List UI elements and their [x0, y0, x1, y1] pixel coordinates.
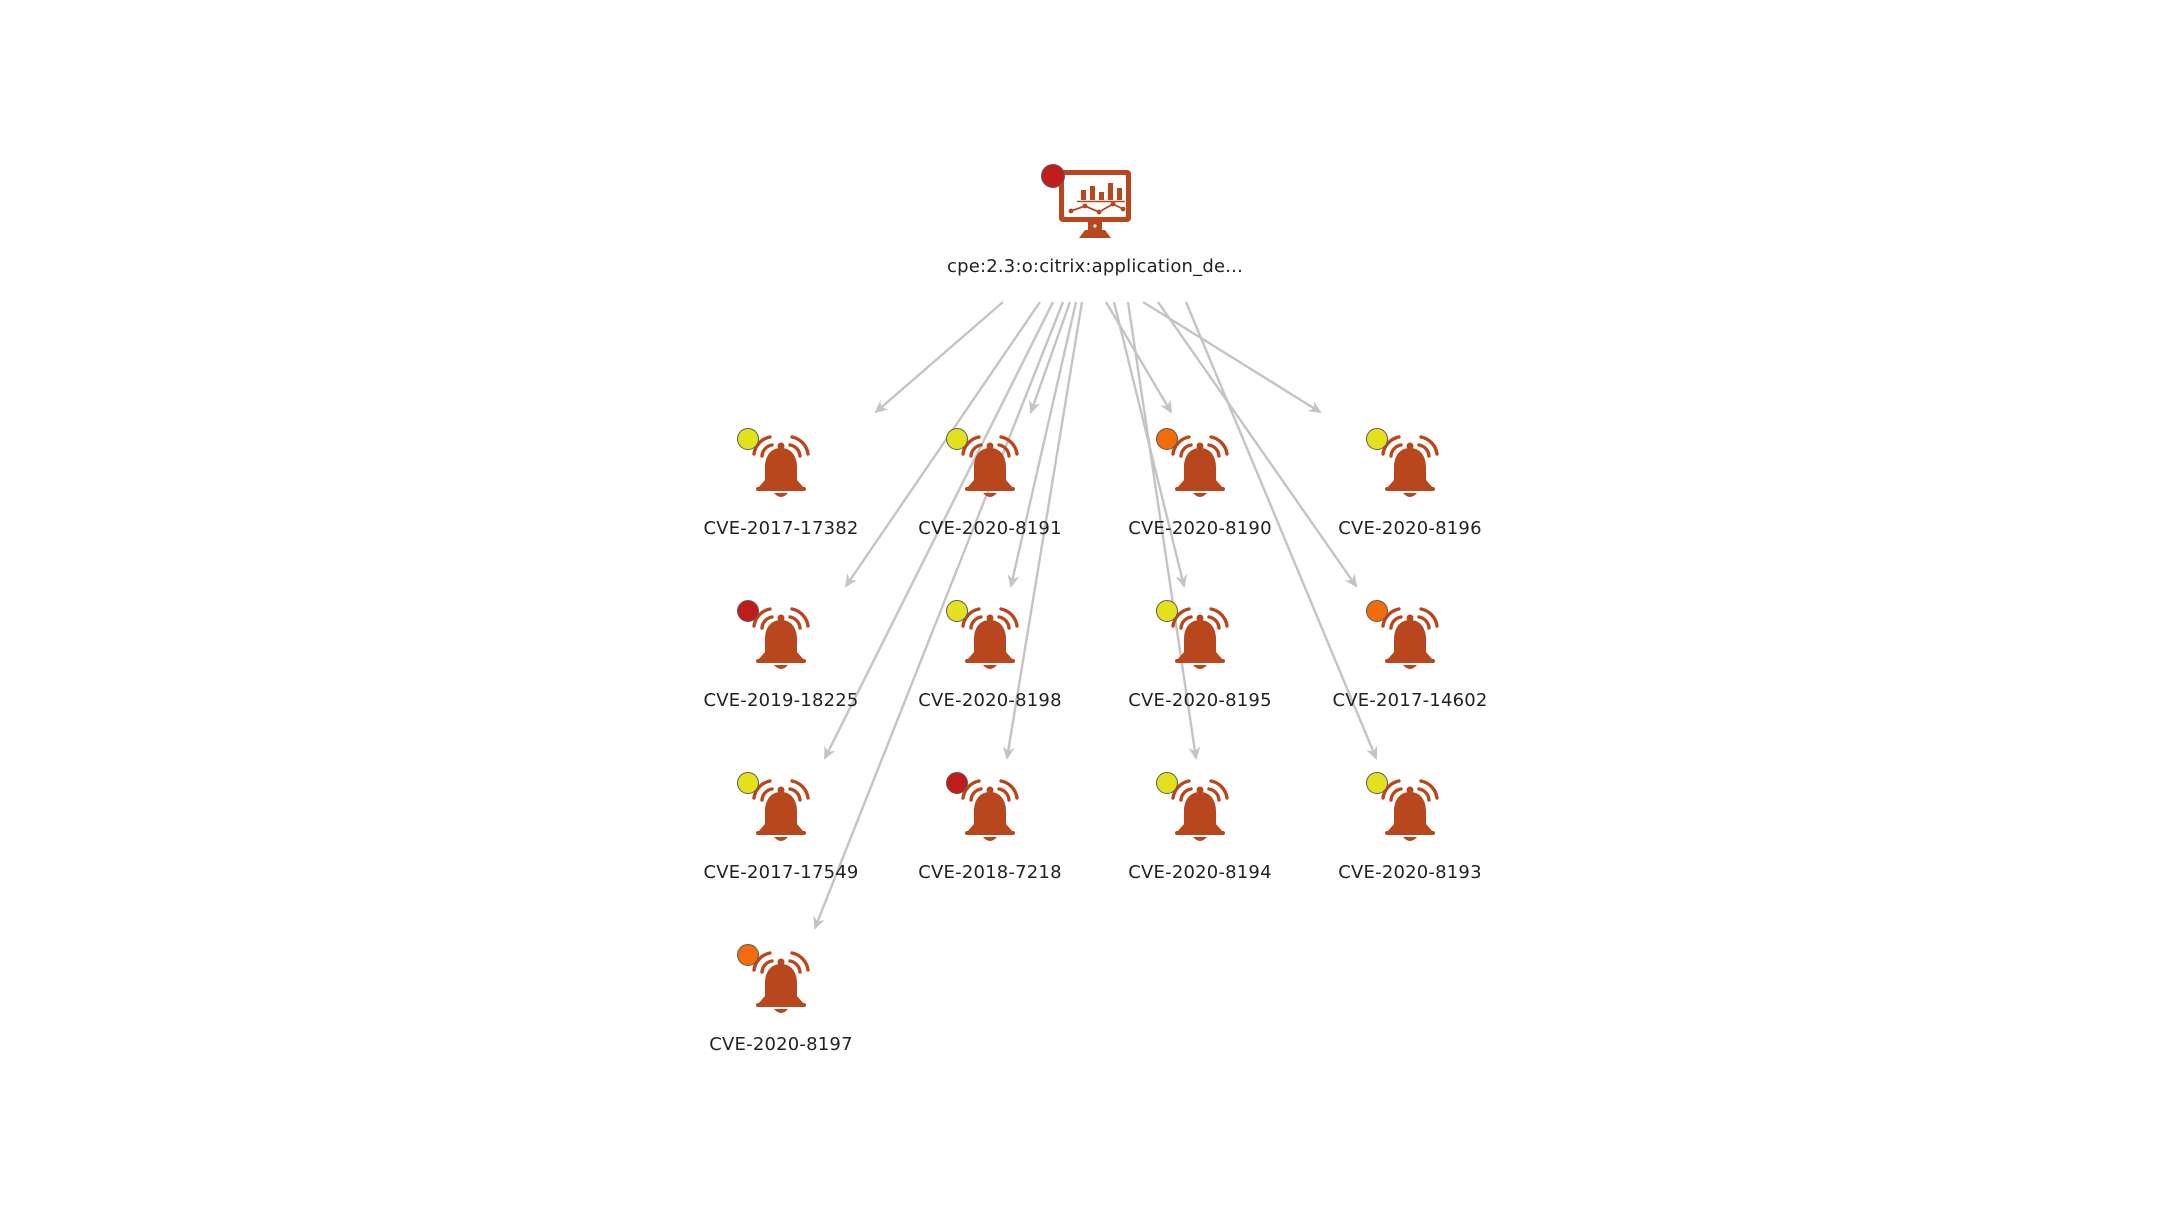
alarm-bell-icon	[1171, 435, 1229, 497]
cve-node-label: CVE-2020-8190	[1128, 518, 1272, 539]
cve-node[interactable]: CVE-2020-8195	[1100, 600, 1300, 711]
cve-node-label: CVE-2020-8194	[1128, 862, 1272, 883]
alarm-bell-icon	[752, 951, 810, 1013]
cve-node-icon-wrap	[737, 428, 819, 506]
alarm-bell-icon	[752, 607, 810, 669]
cve-node-label: CVE-2017-14602	[1332, 690, 1488, 711]
severity-badge	[1366, 428, 1388, 450]
severity-badge	[1156, 772, 1178, 794]
edge-arrow	[844, 301, 1041, 588]
edge-arrow	[1029, 301, 1072, 414]
edge-arrow	[1184, 301, 1378, 760]
cve-node-label: CVE-2020-8197	[709, 1034, 853, 1055]
edge-arrow	[1157, 301, 1358, 588]
cve-node-icon-wrap	[946, 600, 1028, 678]
edge-arrow	[1104, 301, 1173, 414]
cve-node-icon-wrap	[1366, 600, 1448, 678]
severity-badge	[737, 428, 759, 450]
cve-node-label: CVE-2020-8198	[918, 690, 1062, 711]
cve-node[interactable]: CVE-2020-8198	[890, 600, 1090, 711]
severity-badge	[737, 600, 759, 622]
alarm-bell-icon	[1171, 779, 1229, 841]
alarm-bell-icon	[752, 779, 810, 841]
cve-node-label: CVE-2020-8193	[1338, 862, 1482, 883]
cve-node[interactable]: CVE-2017-17382	[681, 428, 881, 539]
cve-node-icon-wrap	[1156, 428, 1238, 506]
edge-arrow	[1126, 301, 1201, 760]
severity-badge	[1156, 600, 1178, 622]
alarm-bell-icon	[961, 607, 1019, 669]
monitor-dashboard-icon	[1059, 170, 1131, 238]
severity-badge	[1366, 772, 1388, 794]
edge-arrow	[823, 301, 1055, 760]
cve-node-icon-wrap	[1156, 600, 1238, 678]
cve-node[interactable]: CVE-2020-8193	[1310, 772, 1510, 883]
severity-badge	[946, 600, 968, 622]
edge-arrow	[874, 301, 1004, 414]
cve-node-icon-wrap	[1366, 428, 1448, 506]
cve-node-label: CVE-2020-8195	[1128, 690, 1272, 711]
cve-node-label: CVE-2019-18225	[703, 690, 859, 711]
cve-node-icon-wrap	[737, 944, 819, 1022]
cve-node-icon-wrap	[946, 772, 1028, 850]
cve-node[interactable]: CVE-2020-8196	[1310, 428, 1510, 539]
severity-badge	[946, 428, 968, 450]
cve-node-label: CVE-2020-8196	[1338, 518, 1482, 539]
root-node-icon-wrap	[1041, 164, 1135, 244]
cve-node[interactable]: CVE-2020-8197	[681, 944, 881, 1055]
alarm-bell-icon	[1171, 607, 1229, 669]
cve-node[interactable]: CVE-2019-18225	[681, 600, 881, 711]
cve-node-icon-wrap	[946, 428, 1028, 506]
cve-node-label: CVE-2018-7218	[918, 862, 1062, 883]
cve-node-icon-wrap	[1156, 772, 1238, 850]
cve-node-label: CVE-2020-8191	[918, 518, 1062, 539]
cve-node-icon-wrap	[737, 772, 819, 850]
cve-node[interactable]: CVE-2020-8190	[1100, 428, 1300, 539]
alarm-bell-icon	[1381, 779, 1439, 841]
root-node-cpe[interactable]: cpe:2.3:o:citrix:application_de...	[945, 164, 1245, 277]
severity-badge	[1156, 428, 1178, 450]
severity-badge	[737, 772, 759, 794]
alarm-bell-icon	[961, 435, 1019, 497]
cve-node-icon-wrap	[737, 600, 819, 678]
alarm-bell-icon	[752, 435, 810, 497]
cve-node[interactable]: CVE-2018-7218	[890, 772, 1090, 883]
edge-arrow	[1002, 301, 1084, 760]
cve-node[interactable]: CVE-2020-8194	[1100, 772, 1300, 883]
severity-badge	[1366, 600, 1388, 622]
cve-node-label: CVE-2017-17549	[703, 862, 859, 883]
severity-badge	[1041, 164, 1065, 188]
edge-arrow	[1007, 301, 1078, 588]
cve-node-icon-wrap	[1366, 772, 1448, 850]
alarm-bell-icon	[1381, 435, 1439, 497]
cve-node[interactable]: CVE-2017-17549	[681, 772, 881, 883]
alarm-bell-icon	[961, 779, 1019, 841]
cve-node-label: CVE-2017-17382	[703, 518, 859, 539]
severity-badge	[946, 772, 968, 794]
edge-arrow	[1142, 300, 1322, 414]
edge-arrow	[813, 301, 1065, 930]
cve-node[interactable]: CVE-2020-8191	[890, 428, 1090, 539]
alarm-bell-icon	[1381, 607, 1439, 669]
severity-badge	[737, 944, 759, 966]
cve-node[interactable]: CVE-2017-14602	[1310, 600, 1510, 711]
root-node-label: cpe:2.3:o:citrix:application_de...	[946, 256, 1244, 277]
